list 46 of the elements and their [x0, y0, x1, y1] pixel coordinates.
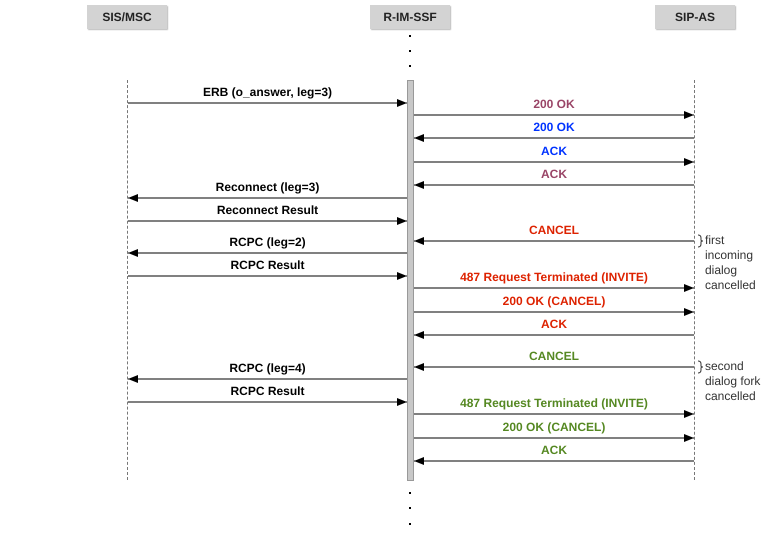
message-arrow — [414, 363, 694, 371]
message-arrow — [414, 237, 694, 245]
message-arrow — [128, 272, 408, 280]
message-label: 200 OK — [533, 120, 575, 134]
message-arrow — [414, 134, 694, 142]
message-label: ACK — [541, 167, 567, 181]
message-label: ACK — [541, 144, 567, 158]
annotation-note: second dialog fork cancelled — [705, 359, 762, 404]
message-label: CANCEL — [529, 349, 579, 363]
message-arrow — [414, 158, 694, 166]
message-arrow — [414, 308, 694, 316]
message-arrow — [128, 375, 408, 383]
message-label: RCPC (leg=2) — [229, 235, 306, 249]
message-arrow — [414, 111, 694, 119]
message-label: RCPC Result — [230, 384, 304, 398]
lifeline — [694, 80, 695, 480]
activation-bar — [407, 80, 414, 481]
message-arrow — [414, 410, 694, 418]
message-label: ACK — [541, 317, 567, 331]
participant-box: SIS/MSC — [87, 5, 167, 29]
message-label: 200 OK — [533, 97, 575, 111]
participant-box: R-IM-SSF — [370, 5, 450, 29]
message-arrow — [128, 398, 408, 406]
message-label: Reconnect (leg=3) — [216, 180, 320, 194]
message-label: CANCEL — [529, 223, 579, 237]
message-arrow — [414, 331, 694, 339]
message-label: Reconnect Result — [216, 203, 318, 217]
annotation-note: first incoming dialog cancelled — [705, 233, 757, 293]
message-label: RCPC Result — [230, 258, 304, 272]
message-arrow — [128, 217, 408, 225]
message-arrow — [128, 249, 408, 257]
message-label: ERB (o_answer, leg=3) — [202, 85, 332, 99]
message-arrow — [414, 181, 694, 189]
message-arrow — [414, 457, 694, 465]
message-arrow — [414, 434, 694, 442]
message-label: 200 OK (CANCEL) — [502, 420, 606, 434]
message-label: 487 Request Terminated (INVITE) — [460, 396, 648, 410]
message-arrow — [128, 99, 408, 107]
message-label: RCPC (leg=4) — [229, 361, 306, 375]
lifeline — [127, 80, 128, 480]
message-label: 200 OK (CANCEL) — [502, 294, 606, 308]
message-arrow — [414, 284, 694, 292]
participant-box: SIP-AS — [655, 5, 735, 29]
message-label: 487 Request Terminated (INVITE) — [460, 270, 648, 284]
message-label: ACK — [541, 443, 567, 457]
message-arrow — [128, 194, 408, 202]
